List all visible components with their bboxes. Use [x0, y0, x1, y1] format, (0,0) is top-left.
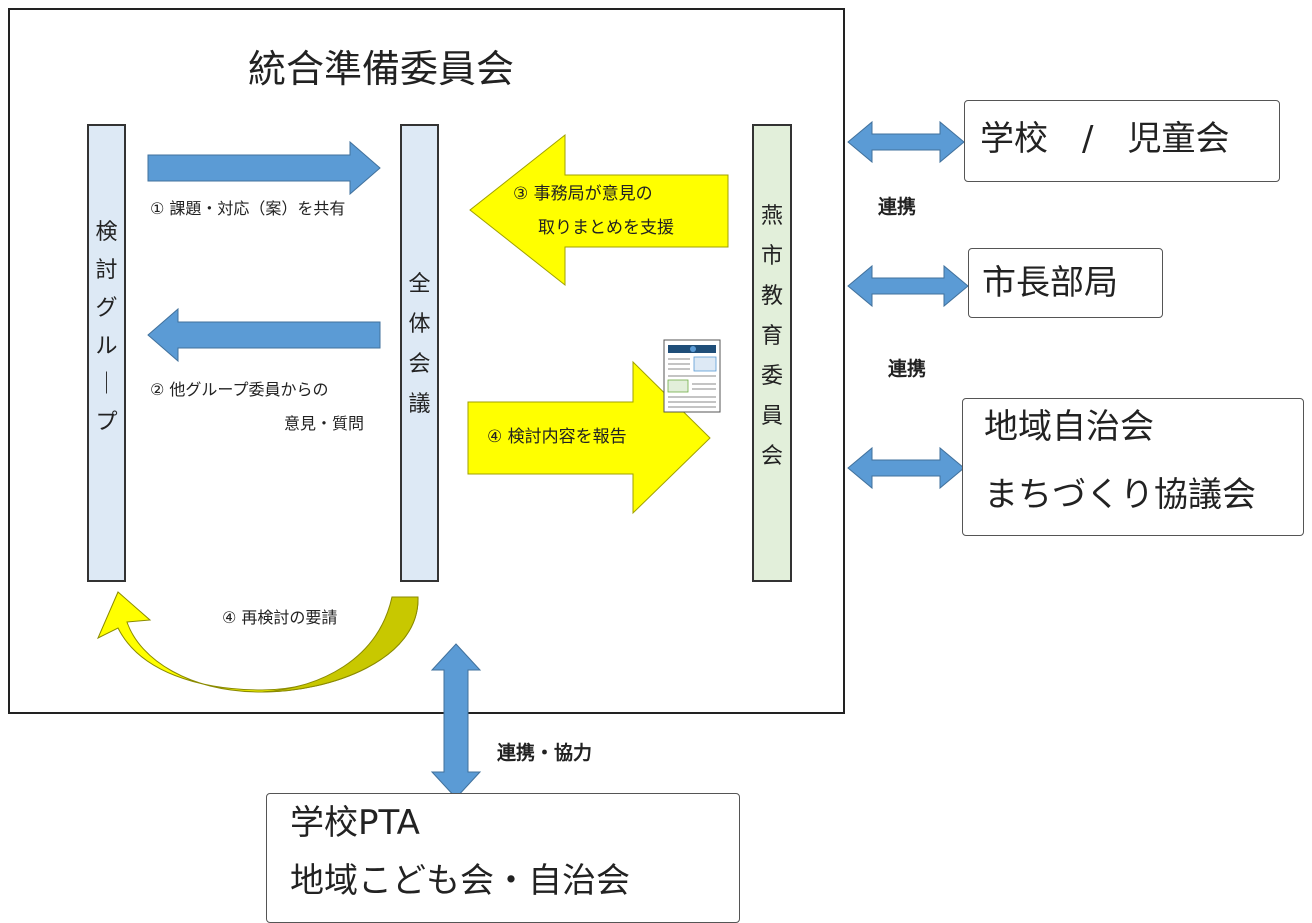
mayor-office-box	[968, 248, 1163, 318]
support-arrow	[469, 133, 729, 287]
step4-report-label: ④ 検討内容を報告	[487, 427, 627, 447]
recheck-curved-arrow-shade	[261, 596, 419, 693]
step3-label-line1: ③ 事務局が意見の	[513, 184, 653, 204]
school-box	[964, 100, 1280, 182]
step2-label-line1: ② 他グループ委員からの	[150, 380, 329, 399]
feedback-arrow	[147, 307, 381, 363]
share-arrow	[147, 140, 381, 196]
mayor-link-arrow	[847, 264, 969, 308]
mayor-office-label: 市長部局	[982, 263, 1118, 303]
step1-label: ① 課題・対応（案）を共有	[150, 199, 346, 218]
school-link-arrow	[847, 120, 965, 164]
report-arrow	[467, 360, 711, 515]
education-board-bar	[752, 124, 792, 582]
pta-label-line2: 地域こども会・自治会	[290, 861, 630, 901]
committee-frame	[8, 8, 845, 714]
school-label: 学校 / 児童会	[980, 119, 1230, 159]
renkei-label-2: 連携	[888, 358, 927, 380]
recheck-curved-arrow	[96, 591, 419, 693]
pta-link-arrow	[430, 643, 482, 799]
committee-title: 統合準備委員会	[248, 47, 515, 91]
community-label-line2: まちづくり協議会	[984, 475, 1256, 515]
step3-label-line2: 取りまとめを支援	[538, 218, 674, 238]
plenary-meeting-bar	[400, 124, 439, 582]
community-box	[962, 398, 1304, 536]
community-label-line1: 地域自治会	[984, 407, 1154, 447]
review-group-bar	[87, 124, 126, 582]
review-group-label: 検討グル｜プ	[95, 220, 118, 435]
step4-recheck-label: ④ 再検討の要請	[222, 608, 338, 627]
renkei-kyoryoku-label: 連携・協力	[497, 742, 593, 764]
education-board-label: 燕市教育委員会	[760, 204, 783, 469]
plenary-meeting-label: 全体会議	[408, 272, 431, 417]
community-link-arrow	[847, 446, 965, 490]
renkei-label-1: 連携	[878, 196, 917, 218]
step2-label-line2: 意見・質問	[284, 414, 365, 433]
pta-label-line1: 学校PTA	[290, 803, 420, 843]
newsletter-icon	[663, 339, 721, 413]
